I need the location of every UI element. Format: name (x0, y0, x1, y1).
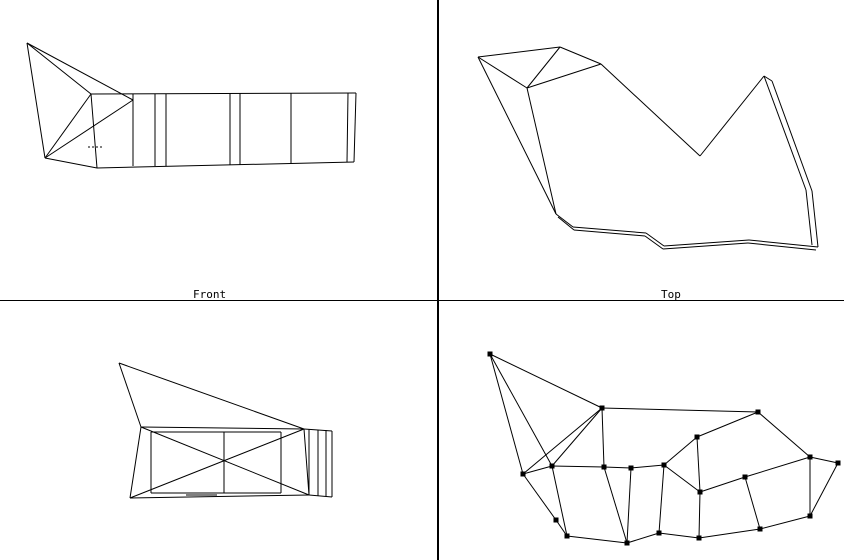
horizontal-divider (0, 300, 844, 301)
viewport-perspective[interactable] (438, 301, 844, 560)
front-view-canvas[interactable] (0, 0, 437, 300)
viewport-top[interactable] (438, 0, 844, 300)
viewport-side[interactable] (0, 301, 437, 560)
viewport-front[interactable] (0, 0, 437, 300)
viewport-label-top: Top (661, 288, 681, 301)
viewport-label-front: Front (193, 288, 227, 301)
side-view-canvas[interactable] (0, 301, 437, 560)
perspective-view-canvas[interactable] (438, 301, 844, 560)
top-view-canvas[interactable] (438, 0, 844, 300)
vertical-divider (437, 0, 439, 560)
